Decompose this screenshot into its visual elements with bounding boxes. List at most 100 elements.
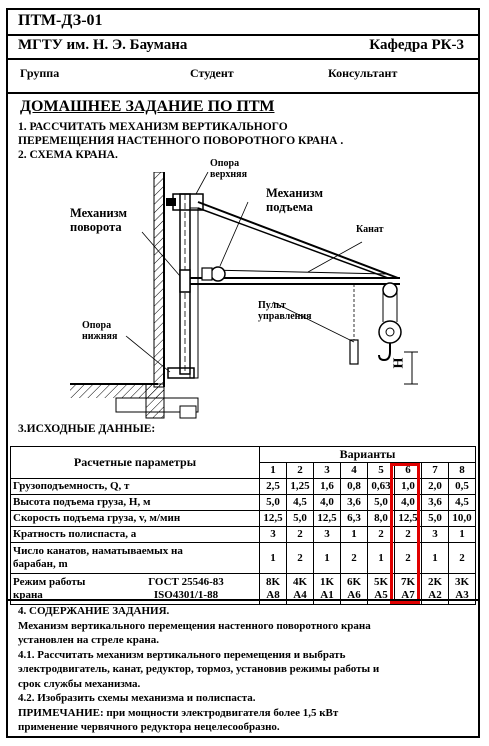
variant-number: 4: [340, 462, 368, 479]
cell: 5,0: [259, 494, 287, 511]
boom-stay: [197, 201, 399, 279]
cell: 2: [448, 542, 476, 574]
row-label: Число канатов, наматываемых на барабан, …: [10, 542, 260, 574]
row-label: Грузоподъемность, Q, т: [10, 478, 260, 495]
cell: 3,6: [340, 494, 368, 511]
boom-pulley: [382, 282, 398, 298]
student-label: Студент: [190, 66, 234, 80]
label-support-bottom-1: Опора: [82, 320, 112, 331]
document-code: ПТМ-ДЗ-01: [18, 12, 103, 29]
cell: 12,5: [313, 510, 341, 527]
label-support-top-1: Опора: [210, 158, 240, 169]
content-line: применение червячного редуктора нецелесо…: [18, 721, 280, 733]
cell: 4,0: [313, 494, 341, 511]
content-line: электродвигатель, канат, редуктор, тормо…: [18, 663, 380, 675]
divider: [8, 92, 478, 94]
cell: 12,5: [259, 510, 287, 527]
cell: 1: [313, 542, 341, 574]
hook-block: [378, 320, 402, 344]
label-height: H: [391, 357, 407, 369]
label-rope: Канат: [356, 224, 384, 235]
gost-label: ГОСТ 25546-83: [148, 576, 224, 588]
ropes-label-line-1: Число канатов, наматываемых на: [13, 545, 183, 557]
label-rotate-mech-1: Механизм: [70, 206, 128, 220]
control-pendant: [349, 339, 359, 365]
ropes-label-line-2: барабан, m: [13, 558, 68, 570]
variant-number: 8: [448, 462, 476, 479]
mode-label-line-1: Режим работы: [13, 576, 86, 588]
standards: ГОСТ 25546-83 ISO4301/1-88: [113, 574, 259, 604]
cell: 2: [286, 542, 314, 574]
page-title: ДОМАШНЕЕ ЗАДАНИЕ ПО ПТМ: [20, 98, 275, 115]
label-lift-mech-2: подъема: [266, 200, 313, 214]
cell: 2: [286, 526, 314, 543]
rotate-mechanism: [179, 269, 191, 293]
variant-number: 7: [421, 462, 449, 479]
param-header: Расчетные параметры: [10, 446, 260, 479]
mode-label-line-2: крана: [13, 589, 43, 601]
initial-data-heading: 3.ИСХОДНЫЕ ДАННЫЕ:: [18, 423, 156, 435]
content-line: ПРИМЕЧАНИЕ: при мощности электродвигател…: [18, 706, 339, 719]
row-label: Кратность полиспаста, a: [10, 526, 260, 543]
task-line-1: 1. РАССЧИТАТЬ МЕХАНИЗМ ВЕРТИКАЛЬНОГО: [18, 121, 288, 133]
cell: 2,5: [259, 478, 287, 495]
label-support-bottom-2: нижняя: [82, 331, 118, 342]
content-line: срок службы механизма.: [18, 677, 141, 690]
variant-6-highlight: [390, 463, 420, 604]
label-pendant-2: управления: [258, 311, 312, 322]
cell: 1: [259, 542, 287, 574]
floor: [70, 384, 164, 398]
cell: 3,6: [421, 494, 449, 511]
cell: 3: [259, 526, 287, 543]
iso-label: ISO4301/1-88: [153, 589, 219, 601]
task-line-2: ПЕРЕМЕЩЕНИЯ НАСТЕННОГО ПОВОРОТНОГО КРАНА…: [18, 135, 344, 147]
task-line-3: 2. СХЕМА КРАНА.: [18, 149, 118, 161]
variant-number: 3: [313, 462, 341, 479]
cell: 2: [340, 542, 368, 574]
cell: 1: [448, 526, 476, 543]
content-line: 4.2. Изобразить схемы механизма и полисп…: [18, 692, 256, 704]
cell: 5,0: [286, 510, 314, 527]
cell: 1,25: [286, 478, 314, 495]
divider: [8, 58, 478, 60]
cell: 6,3: [340, 510, 368, 527]
table-row: Скорость подъема груза, v, м/мин 12,5 5,…: [10, 510, 476, 527]
label-support-top-2: верхняя: [210, 169, 247, 180]
department-name: Кафедра РК-3: [369, 37, 464, 53]
mode-label: Режим работы крана: [11, 574, 113, 604]
row-label: Высота подъема груза, H, м: [10, 494, 260, 511]
divider: [8, 599, 478, 601]
content-line: Механизм вертикального перемещения насте…: [18, 619, 371, 632]
rope: [207, 269, 389, 275]
label-pendant-1: Пульт: [258, 300, 286, 311]
hoist-mechanism: [210, 266, 226, 282]
cell: 1: [340, 526, 368, 543]
bottom-support: [167, 367, 195, 379]
divider: [8, 34, 478, 36]
university-name: МГТУ им. Н. Э. Баумана: [18, 37, 188, 53]
content-line: 4.1. Рассчитать механизм вертикального п…: [18, 648, 346, 661]
cell: 1,6: [313, 478, 341, 495]
cell: 5,0: [421, 510, 449, 527]
initial-data-table: Расчетные параметры Варианты 1 2 3 4 5 6…: [10, 446, 476, 605]
cell: 4,5: [448, 494, 476, 511]
cell: 10,0: [448, 510, 476, 527]
crane-diagram: [70, 172, 418, 419]
label-lift-mech-1: Механизм: [266, 186, 324, 200]
content-line: установлен на стреле крана.: [18, 634, 159, 646]
variants-header: Варианты: [259, 446, 476, 463]
cell: 0,8: [340, 478, 368, 495]
task-content: 4. СОДЕРЖАНИЕ ЗАДАНИЯ. Механизм вертикал…: [18, 604, 474, 735]
wall: [153, 172, 165, 388]
cell: 3: [313, 526, 341, 543]
table-row: Число канатов, наматываемых на барабан, …: [10, 542, 476, 574]
cell: 4,5: [286, 494, 314, 511]
cell: 0,5: [448, 478, 476, 495]
label-rotate-mech-2: поворота: [70, 220, 122, 234]
variant-number: 1: [259, 462, 287, 479]
cell: 1: [421, 542, 449, 574]
cell: 12,5: [394, 510, 422, 527]
table-row: Кратность полиспаста, a 3 2 3 1 2 2 3 1: [10, 526, 476, 543]
variant-number: 2: [286, 462, 314, 479]
cell: 2,0: [421, 478, 449, 495]
